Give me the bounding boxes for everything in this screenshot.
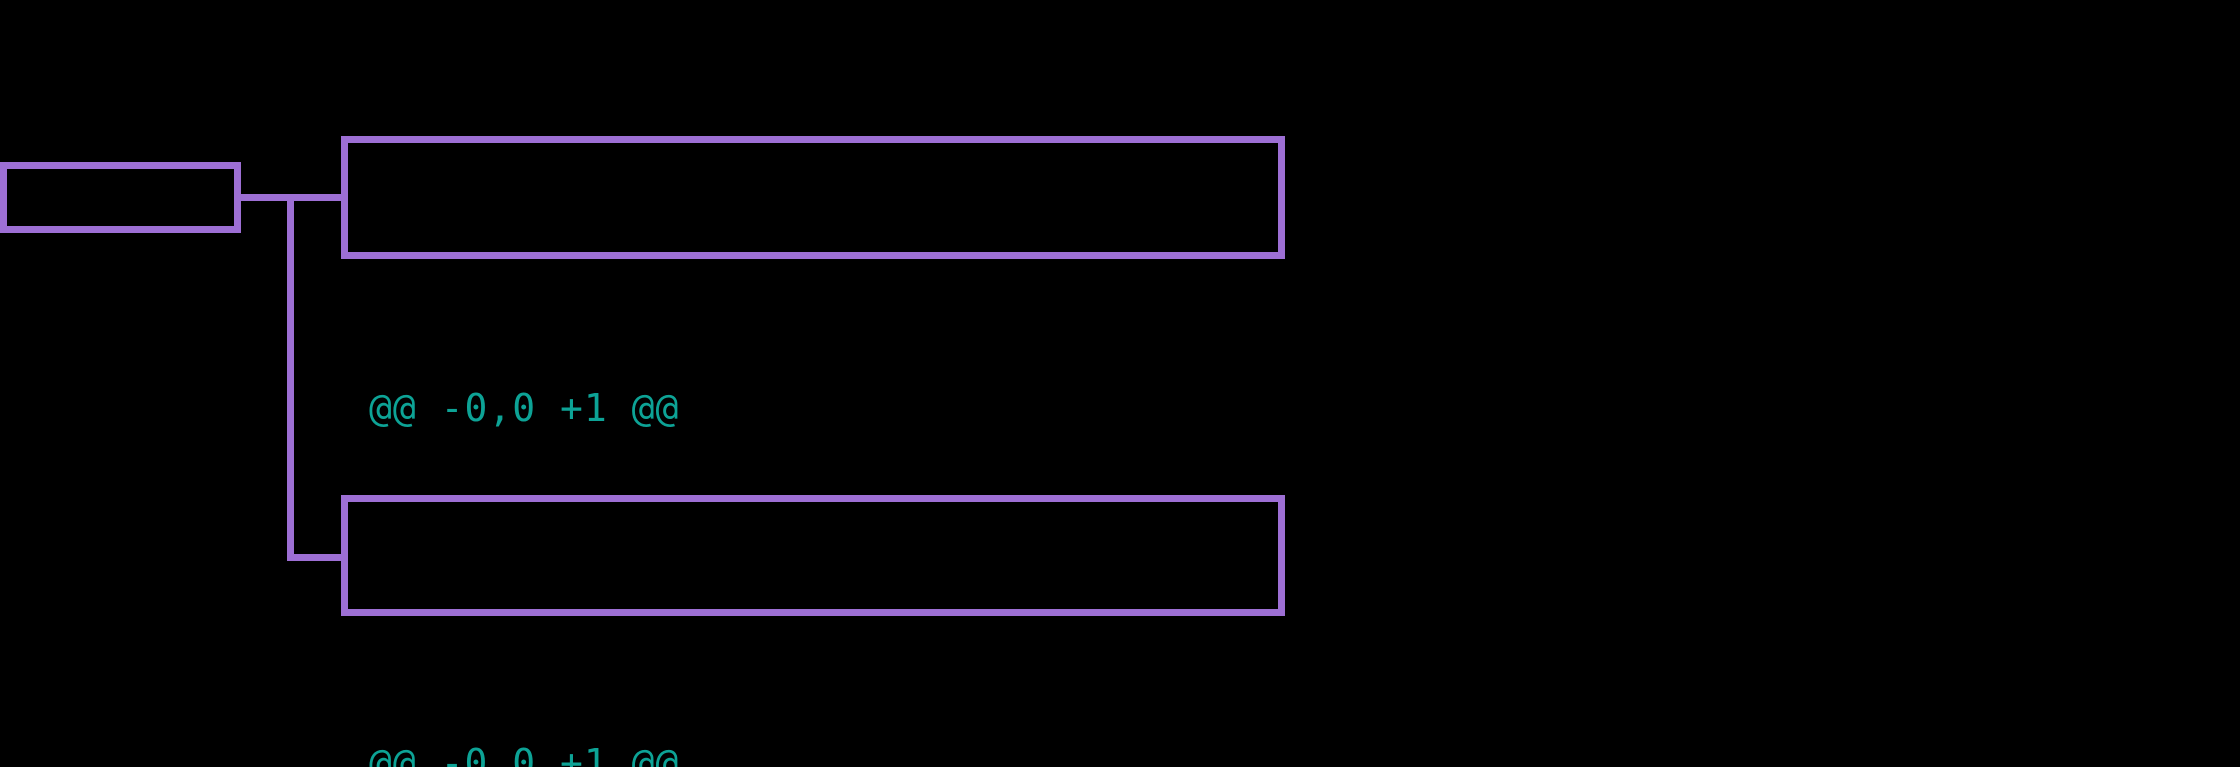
diff-hunk-2: @@ -0,0 +1 @@ +main page [369, 613, 679, 767]
diff-hunk-header-2: @@ -0,0 +1 @@ [369, 741, 680, 767]
connector-child-1-horizontal [287, 194, 345, 201]
connector-root-horizontal [237, 194, 294, 201]
child-node-box-2[interactable] [341, 495, 1285, 616]
child-node-label-1 [348, 143, 1278, 155]
diff-hunk-header-1: @@ -0,0 +1 @@ [369, 386, 680, 430]
root-node-box[interactable] [0, 162, 241, 233]
child-node-box-1[interactable] [341, 136, 1285, 259]
connector-branch-stem-vertical [287, 194, 294, 561]
connector-child-2-horizontal [287, 554, 345, 561]
child-node-label-2 [348, 502, 1278, 514]
root-node-label [7, 169, 234, 181]
